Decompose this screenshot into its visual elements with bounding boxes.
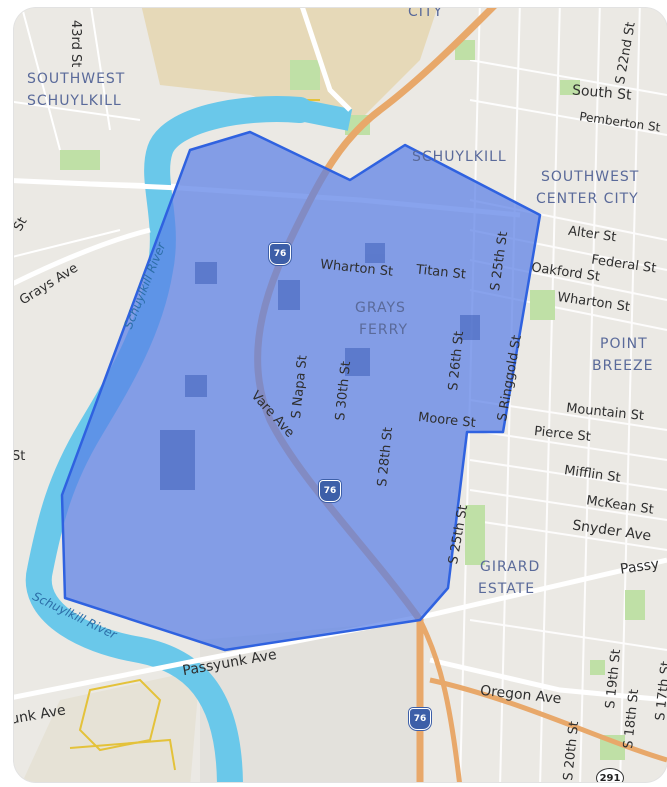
- area-label-southwest-center-city-1: SOUTHWEST: [541, 169, 640, 185]
- us291-shield-icon: 291: [596, 768, 624, 782]
- area-label-grays-ferry-2: FERRY: [359, 322, 409, 338]
- grays-ferry-selection-polygon[interactable]: [60, 130, 542, 652]
- route-291: [429, 677, 667, 763]
- area-label-point-breeze-1: POINT: [600, 336, 648, 352]
- area-label-point-breeze-2: BREEZE: [592, 358, 654, 374]
- area-label-girard-estate-1: GIRARD: [480, 559, 541, 575]
- southern-ground: [200, 620, 420, 782]
- i76-shield-icon: 76: [319, 480, 341, 502]
- industrial-area: [141, 8, 438, 120]
- area-label-city: CITY: [408, 8, 444, 20]
- inner-blocks: [160, 243, 480, 490]
- area-label-grays-ferry-1: GRAYS: [355, 300, 406, 316]
- river-north-channel: [297, 99, 353, 131]
- area-label-southwest-center-city-2: CENTER CITY: [536, 191, 639, 207]
- area-label-girard-estate-2: ESTATE: [478, 581, 536, 597]
- i76-shield-icon: 76: [269, 243, 291, 265]
- area-label-southwest-schuylkill-2: SCHUYLKILL: [27, 93, 122, 109]
- southwest-ground: [22, 670, 200, 782]
- area-label-southwest-schuylkill-1: SOUTHWEST: [27, 71, 126, 87]
- i76-shield-icon: 76: [409, 708, 431, 730]
- area-label-schuylkill: SCHUYLKILL: [412, 149, 507, 165]
- highway-ramp: [417, 618, 462, 782]
- street-label-43rd: 43rd St: [68, 20, 83, 68]
- map-viewport[interactable]: CITY SOUTHWEST SCHUYLKILL SCHUYLKILL SOU…: [14, 8, 667, 782]
- street-label-st-west-edge: St: [14, 449, 26, 464]
- map-canvas[interactable]: [14, 8, 667, 782]
